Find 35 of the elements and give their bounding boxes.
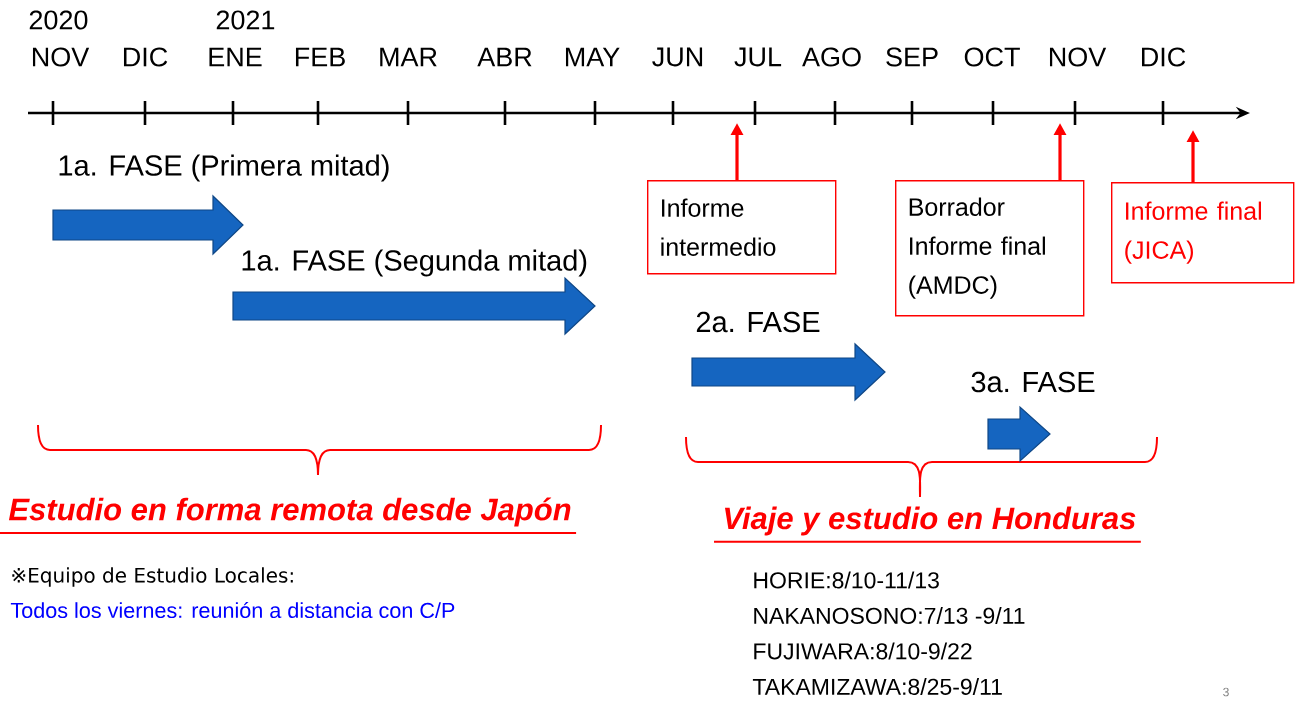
month-label: ABR bbox=[477, 47, 532, 67]
month-label: ENE bbox=[209, 47, 262, 67]
node-label: 1a. FASE (Primera mitad) bbox=[59, 154, 389, 182]
year-label: 2021 bbox=[216, 10, 275, 30]
month-label: DIC bbox=[124, 47, 168, 67]
month-label: FEB bbox=[296, 47, 345, 67]
note-text: Todos los viernes: reunión a distancia con C/P bbox=[10, 601, 455, 619]
month-label: OCT bbox=[964, 47, 1020, 67]
milestone-box: Informe intermedio bbox=[647, 180, 837, 275]
schedule-text: FUJIWARA:8/10-9/22 bbox=[754, 642, 972, 660]
month-label: NOV bbox=[1050, 47, 1107, 67]
page-number: 3 bbox=[1223, 687, 1229, 697]
node-label: 2a. FASE bbox=[696, 311, 820, 333]
schedule-text: NAKANOSONO:7/13 -9/11 bbox=[754, 607, 1025, 624]
node-label: 3a. FASE bbox=[971, 371, 1095, 393]
phase-bar: 2a. FASE bbox=[691, 311, 886, 402]
year-label: 2020 bbox=[29, 10, 88, 30]
brace-label: Estudio en forma remota desde Japón bbox=[0, 497, 578, 534]
milestone-box: Informe final (JICA) bbox=[1111, 182, 1295, 284]
month-label: AGO bbox=[802, 47, 861, 67]
brace-label: Viaje y estudio en Honduras bbox=[713, 506, 1142, 543]
schedule-text: TAKAMIZAWA:8/25-9/11 bbox=[752, 678, 1002, 695]
schedule-text: HORIE:8/10-11/13 bbox=[754, 571, 939, 589]
month-label: SEP bbox=[886, 47, 938, 67]
month-label: JUN bbox=[652, 47, 703, 67]
node-label: 1a. FASE (Segunda mitad) bbox=[242, 249, 587, 277]
month-label: NOV bbox=[32, 47, 90, 67]
month-label: JUL bbox=[734, 47, 782, 67]
phase-bar: 1a. FASE (Segunda mitad) bbox=[232, 249, 596, 336]
note-text: ※Equipo de Estudio Locales: bbox=[12, 567, 293, 587]
month-label: MAR bbox=[380, 47, 437, 67]
phase-bar: 3a. FASE bbox=[971, 371, 1095, 463]
month-label: DIC bbox=[1142, 47, 1186, 67]
milestone-box: Borrador Informe final (AMDC) bbox=[895, 180, 1085, 317]
month-label: MAY bbox=[566, 47, 620, 67]
